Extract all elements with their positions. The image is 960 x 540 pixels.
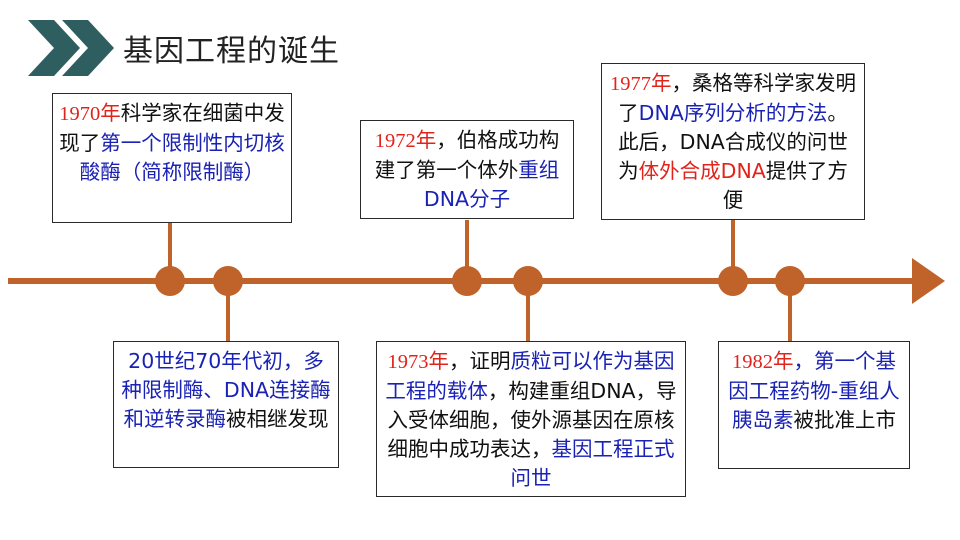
- event-box-1972: 1972年，伯格成功构建了第一个体外重组DNA分子: [360, 120, 574, 219]
- year-1977: 1977年: [610, 73, 672, 95]
- text-1972-a: ，伯格成功构建了第一个体外: [374, 128, 560, 182]
- year-1982: 1982年: [732, 351, 794, 373]
- event-box-1970s: 20世纪70年代初，多种限制酶、DNA连接酶和逆转录酶被相继发现: [113, 341, 339, 468]
- year-1973: 1973年: [387, 351, 450, 373]
- text-1977-b: 。此后，DNA合成仪的问世为: [618, 101, 848, 183]
- text-1973-a: ，证明: [449, 349, 511, 373]
- arrow-head-icon: [912, 258, 945, 304]
- chevron-double-right-icon: [28, 20, 114, 76]
- dot-1977: [718, 266, 748, 296]
- text-1970-a: 科学家在细菌中发现了: [59, 101, 285, 155]
- event-box-1970: 1970年科学家在细菌中发现了第一个限制性内切核酸酶（简称限制酶）: [52, 93, 292, 223]
- text-1977-a: ，桑格等科学家发明了: [618, 71, 856, 125]
- highlight-1982: ，第一个基因工程药物-重组人胰岛素: [728, 349, 900, 432]
- highlight-1973: 质粒可以作为基因工程的载体: [385, 349, 675, 403]
- highlight-1970: 第一个限制性内切核酸酶（简称限制酶）: [79, 131, 285, 184]
- text-1970s-b: 被相继发现: [226, 407, 329, 431]
- dot-1973: [513, 266, 543, 296]
- dot-1982: [775, 266, 805, 296]
- text-1973-b: ，构建重组DNA，导入受体细胞，使外源基因在原核细胞中成功表达，: [387, 379, 677, 461]
- highlight-1977: DNA序列分析的方法: [638, 101, 828, 125]
- text-1982-b: 被批准上市: [793, 408, 897, 432]
- year-1970: 1970年: [59, 103, 121, 125]
- text-1977-c: 提供了方便: [722, 159, 848, 212]
- highlight-1970s: 20世纪70年代初，多种限制酶、DNA连接酶和逆转录酶: [121, 349, 331, 431]
- dot-1972: [452, 266, 482, 296]
- highlight-1977-2: 体外合成DNA: [638, 159, 766, 183]
- dot-1970: [155, 266, 185, 296]
- page-title: 基因工程的诞生: [123, 34, 340, 69]
- event-box-1973: 1973年，证明质粒可以作为基因工程的载体，构建重组DNA，导入受体细胞，使外源…: [376, 341, 686, 497]
- event-box-1982: 1982年，第一个基因工程药物-重组人胰岛素被批准上市: [718, 341, 910, 469]
- year-1972: 1972年: [374, 130, 437, 152]
- highlight-1972: 重组DNA分子: [423, 158, 560, 211]
- highlight-1973-2: 基因工程正式问世: [510, 437, 675, 490]
- dot-1970s: [213, 266, 243, 296]
- event-box-1977: 1977年，桑格等科学家发明了DNA序列分析的方法。此后，DNA合成仪的问世为体…: [601, 63, 865, 220]
